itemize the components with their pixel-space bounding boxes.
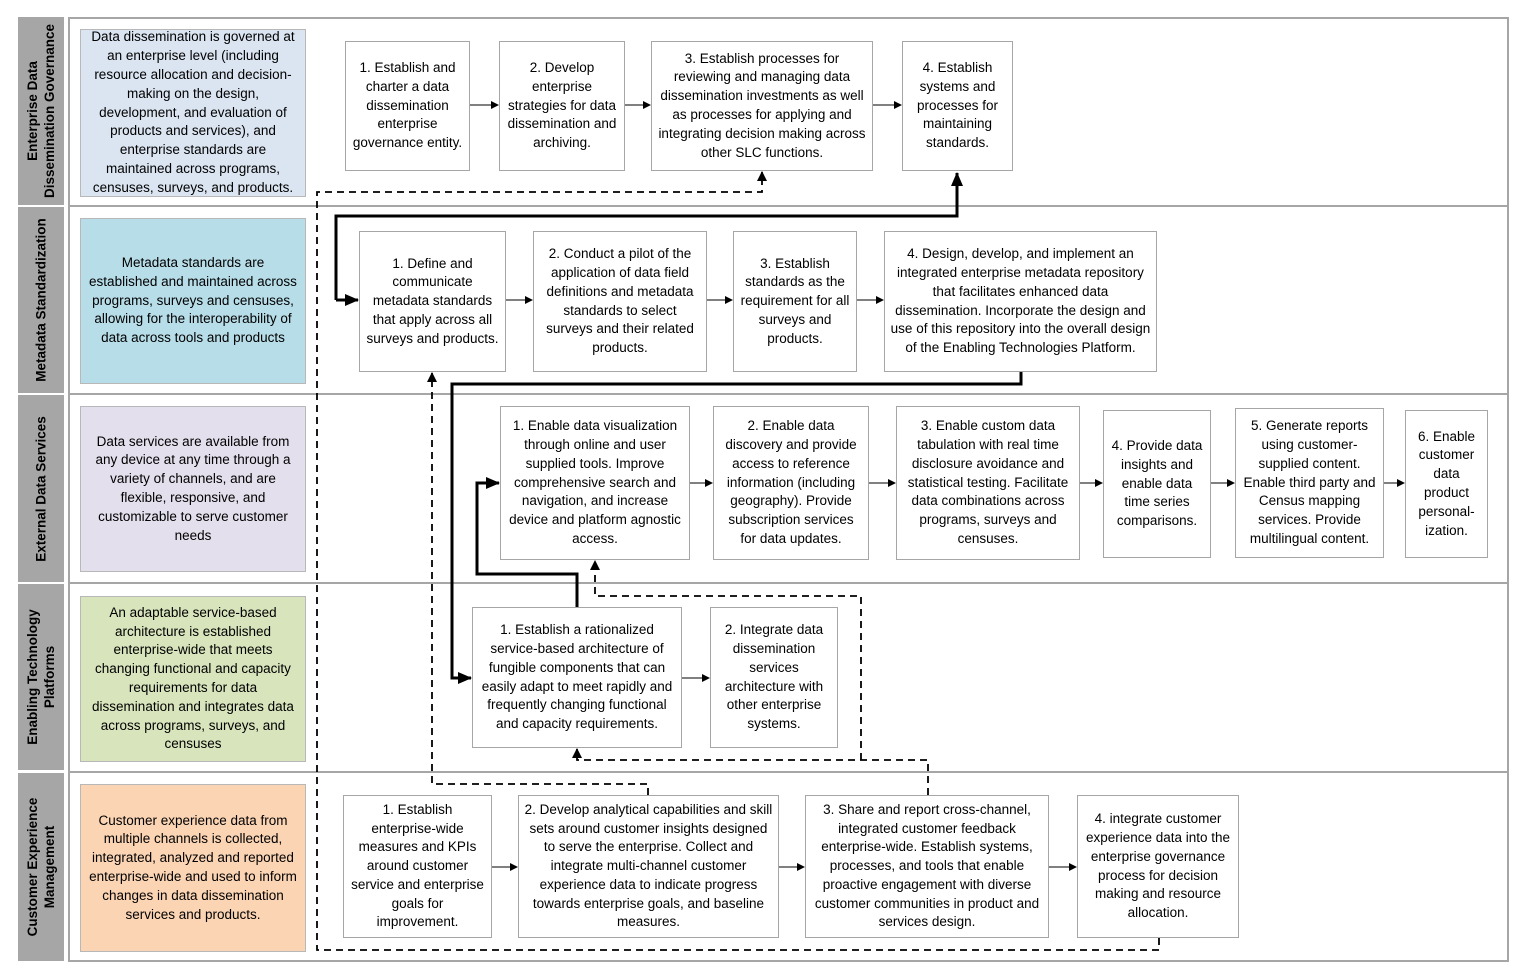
- row-label-text: Enterprise Data Dissemination Governance: [25, 23, 57, 199]
- step-box: 4. Provide data insights and enable data…: [1103, 410, 1211, 558]
- step-box: 1. Enable data visualization through onl…: [500, 406, 690, 560]
- row-label-customer: Customer Experience Management: [18, 773, 64, 961]
- summary-metadata: Metadata standards are established and m…: [80, 218, 306, 384]
- step-box: 1. Establish enterprise-wide measures an…: [343, 795, 492, 938]
- step-box: 3. Share and report cross-channel, integ…: [805, 795, 1049, 938]
- step-box: 4. integrate customer experience data in…: [1077, 795, 1239, 938]
- step-box: 4. Establish systems and processes for m…: [902, 41, 1013, 171]
- step-box: 3. Enable custom data tabulation with re…: [896, 406, 1080, 560]
- row-label-text: Enabling Technology Platforms: [25, 609, 57, 745]
- step-box: 5. Generate reports using customer-suppl…: [1235, 408, 1384, 558]
- step-box: 3. Establish processes for reviewing and…: [651, 41, 873, 171]
- step-box: 2. Develop analytical capabilities and s…: [518, 795, 779, 938]
- summary-text: Data services are available from any dev…: [95, 433, 291, 543]
- row-label-governance: Enterprise Data Dissemination Governance: [18, 17, 64, 205]
- summary-customer: Customer experience data from multiple c…: [80, 784, 306, 952]
- step-box: 1. Define and communicate metadata stand…: [359, 231, 506, 372]
- summary-governance: Data dissemination is governed at an ent…: [80, 29, 306, 197]
- step-box: 1. Establish and charter a data dissemin…: [345, 41, 470, 171]
- step-box: 6. Enable customer data product personal…: [1405, 410, 1488, 558]
- step-box: 2. Develop enterprise strategies for dat…: [499, 41, 625, 171]
- step-box: 3. Establish standards as the requiremen…: [733, 231, 857, 372]
- summary-text: Metadata standards are established and m…: [89, 255, 297, 346]
- row-label-platforms: Enabling Technology Platforms: [18, 584, 64, 770]
- step-box: 4. Design, develop, and implement an int…: [884, 231, 1157, 372]
- summary-external: Data services are available from any dev…: [80, 406, 306, 572]
- step-box: 1. Establish a rationalized service-base…: [472, 607, 682, 748]
- summary-text: Customer experience data from multiple c…: [89, 812, 297, 922]
- row-label-external: External Data Services: [18, 395, 64, 582]
- summary-text: Data dissemination is governed at an ent…: [91, 29, 295, 195]
- step-box: 2. Enable data discovery and provide acc…: [713, 406, 869, 560]
- row-label-text: Customer Experience Management: [25, 797, 57, 937]
- summary-text: An adaptable service-based architecture …: [92, 604, 294, 752]
- row-label-metadata: Metadata Standardization: [18, 207, 64, 393]
- summary-platforms: An adaptable service-based architecture …: [80, 596, 306, 762]
- row-label-text: Metadata Standardization: [33, 218, 49, 382]
- row-label-text: External Data Services: [33, 415, 49, 562]
- step-box: 2. Conduct a pilot of the application of…: [533, 231, 707, 372]
- step-box: 2. Integrate data dissemination services…: [710, 607, 838, 748]
